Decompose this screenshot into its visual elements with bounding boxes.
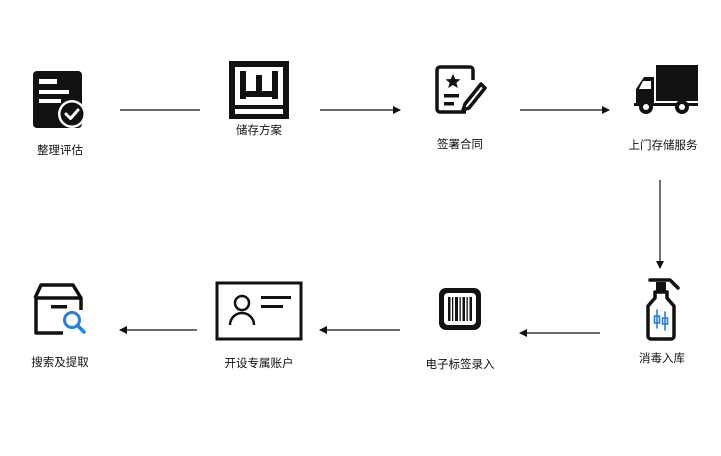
step-s8: 搜索及提取 <box>0 282 120 370</box>
step-s7: 开设专属账户 <box>199 281 319 371</box>
step-label: 整理评估 <box>37 143 83 157</box>
clipboard-check-icon <box>33 71 86 128</box>
step-s4: 上门存储服务 <box>606 65 721 153</box>
box-search-icon <box>33 283 86 335</box>
step-s2: 储存方案 <box>199 60 319 138</box>
step-label: 签署合同 <box>437 137 483 151</box>
id-card-icon <box>215 281 303 341</box>
step-label: 消毒入库 <box>639 351 685 365</box>
storage-shelf-icon <box>229 61 289 119</box>
contract-sign-icon <box>435 65 487 114</box>
step-label: 上门存储服务 <box>628 138 698 152</box>
step-label: 电子标签录入 <box>425 357 495 371</box>
step-s6: 电子标签录入 <box>400 286 520 372</box>
step-label: 储存方案 <box>236 123 282 137</box>
step-label: 开设专属账户 <box>224 356 294 370</box>
barcode-tag-icon <box>439 288 481 330</box>
step-s5: 消毒入库 <box>602 278 721 366</box>
step-label: 搜索及提取 <box>31 355 89 369</box>
delivery-truck-icon <box>634 65 698 114</box>
step-s1: 整理评估 <box>0 68 120 158</box>
step-s3: 签署合同 <box>400 62 520 152</box>
spray-bottle-icon <box>646 278 680 341</box>
